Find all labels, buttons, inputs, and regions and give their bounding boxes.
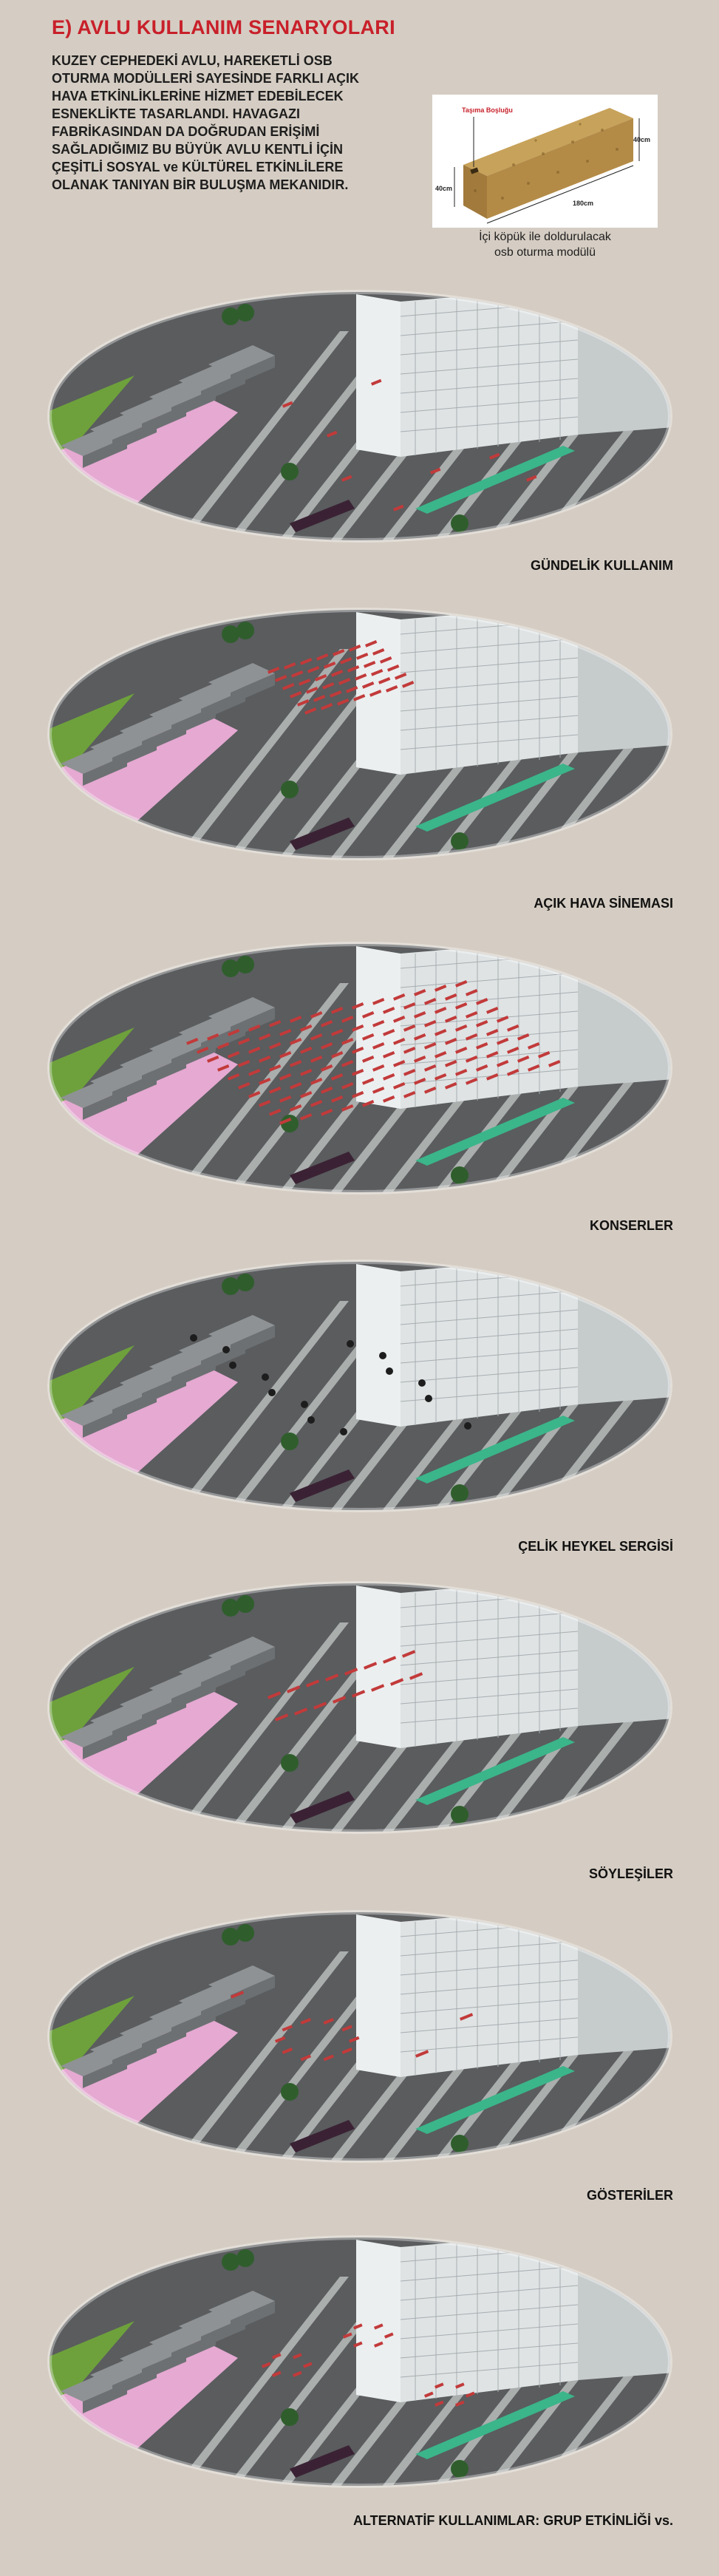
- scenario-image-daily: [46, 287, 674, 546]
- scenario-image-group: [46, 2232, 674, 2491]
- scenario-label: SÖYLEŞİLER: [588, 1866, 673, 1881]
- intro-line: SAĞLADIĞIMIZ BU BÜYÜK AVLU KENTLİ İÇİN: [52, 142, 343, 157]
- module-caption-line: İçi köpük ile doldurulacak: [479, 231, 611, 243]
- intro-line: KUZEY CEPHEDEKİ AVLU, HAREKETLİ OSB: [52, 53, 333, 68]
- scenario-label: ÇELİK HEYKEL SERGİSİ: [518, 1539, 673, 1554]
- scenario-image-shows: [46, 1907, 674, 2166]
- module-height-label: 40cm: [633, 136, 650, 143]
- osb-module-diagram: Taşıma Boşluğu 180cm 40cm 40cm: [432, 95, 658, 228]
- scenario-label: GÖSTERİLER: [586, 2188, 673, 2203]
- intro-line: FABRİKASINDAN DA DOĞRUDAN ERİŞİMİ: [52, 124, 320, 139]
- intro-line: ÇEŞİTLİ SOSYAL ve KÜLTÜREL ETKİNLİLERE: [52, 160, 344, 174]
- module-handle-label: Taşıma Boşluğu: [462, 106, 513, 114]
- intro-line: ESNEKLİKTE TASARLANDI. HAVAGAZI: [52, 106, 300, 121]
- scenario-image-concerts: [46, 939, 674, 1197]
- scenario-label: AÇIK HAVA SİNEMASI: [534, 896, 673, 911]
- module-caption: İçi köpük ile doldurulacak osb oturma mo…: [432, 229, 658, 260]
- scenario-label: GÜNDELİK KULLANIM: [531, 558, 673, 573]
- intro-line: OTURMA MODÜLLERİ SAYESİNDE FARKLI AÇIK: [52, 71, 360, 86]
- intro-text: KUZEY CEPHEDEKİ AVLU, HAREKETLİ OSB OTUR…: [52, 52, 421, 194]
- module-caption-line: osb oturma modülü: [494, 246, 596, 259]
- scenario-image-sculpture: [46, 1257, 674, 1515]
- scenario-image-talks: [46, 1578, 674, 1837]
- scenario-image-cinema: [46, 605, 674, 863]
- page-title: E) AVLU KULLANIM SENARYOLARI: [52, 16, 395, 38]
- scenario-label: KONSERLER: [589, 1218, 673, 1233]
- intro-line: HAVA ETKİNLİKLERİNE HİZMET EDEBİLECEK: [52, 89, 344, 103]
- module-depth-label: 40cm: [435, 185, 452, 192]
- scenario-label: ALTERNATİF KULLANIMLAR: GRUP ETKİNLİĞİ v…: [353, 2513, 673, 2528]
- module-length-label: 180cm: [573, 200, 593, 207]
- osb-module-image: Taşıma Boşluğu 180cm 40cm 40cm: [435, 106, 650, 224]
- intro-line: OLANAK TANIYAN BİR BULUŞMA MEKANIDIR.: [52, 177, 349, 192]
